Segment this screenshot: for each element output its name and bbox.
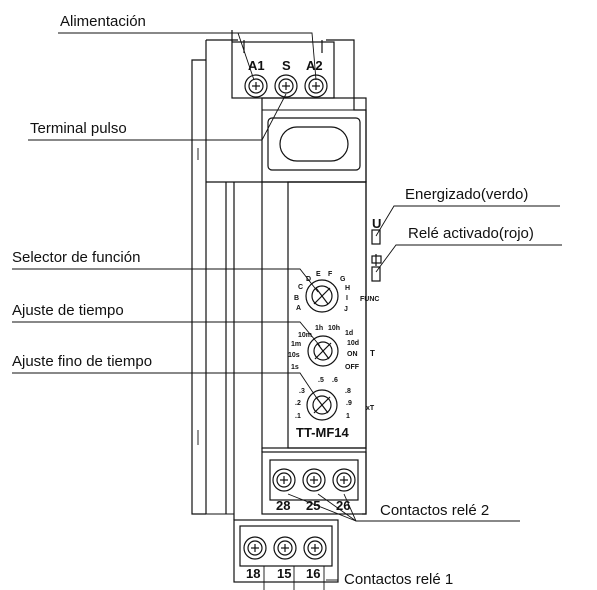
labels: Alimentación Terminal pulso Energizado(v…: [12, 13, 534, 588]
fine-tick-1: 1: [346, 413, 350, 420]
fine-tick-09: .9: [346, 400, 352, 407]
fine-time-dial[interactable]: .1 .2 .3 .5 .6 .8 .9 1 xT: [295, 377, 375, 421]
label-contactos-rele-1: Contactos relé 1: [344, 571, 453, 588]
time-tick-off: OFF: [345, 364, 360, 371]
terminal-a2-label: A2: [306, 58, 323, 73]
bottom-terminals: 18 15 16: [243, 536, 327, 581]
screw-15[interactable]: [273, 536, 297, 560]
terminal-18-label: 18: [246, 566, 260, 581]
fine-tick-01: .1: [295, 413, 301, 420]
time-dial[interactable]: 1s 10s 1m 10m 1h 10h 1d 10d ON OFF T: [288, 325, 375, 371]
time-tick-1m: 1m: [291, 341, 301, 348]
time-tick-10d: 10d: [347, 340, 359, 347]
label-contactos-rele-2: Contactos relé 2: [380, 502, 489, 519]
label-terminal-pulso: Terminal pulso: [30, 120, 127, 137]
func-tick-e: E: [316, 271, 321, 278]
label-alimentacion: Alimentación: [60, 13, 146, 30]
time-tick-10m: 10m: [298, 332, 312, 339]
relay-coil-icon: [371, 254, 382, 266]
terminal-a1-label: A1: [248, 58, 265, 73]
fine-tick-05: .5: [318, 377, 324, 384]
func-caption: FUNC: [360, 296, 379, 303]
terminal-28-label: 28: [276, 498, 290, 513]
screw-16[interactable]: [303, 536, 327, 560]
label-ajuste-fino: Ajuste fino de tiempo: [12, 353, 152, 370]
terminal-25-label: 25: [306, 498, 320, 513]
time-tick-1s: 1s: [291, 364, 299, 371]
time-tick-1d: 1d: [345, 330, 353, 337]
label-rele-activado: Relé activado(rojo): [408, 225, 534, 242]
terminal-16-label: 16: [306, 566, 320, 581]
label-selector-funcion: Selector de función: [12, 249, 140, 266]
label-ajuste-tiempo: Ajuste de tiempo: [12, 302, 124, 319]
screw-18[interactable]: [243, 536, 267, 560]
callout-lines: [12, 32, 562, 590]
fine-tick-08: .8: [345, 388, 351, 395]
func-tick-g: G: [340, 276, 346, 283]
fine-tick-02: .2: [295, 400, 301, 407]
screw-s[interactable]: [274, 74, 298, 98]
time-tick-10h: 10h: [328, 325, 340, 332]
func-tick-b: B: [294, 295, 299, 302]
top-terminals: A1 S A2: [244, 58, 328, 98]
screw-28[interactable]: [272, 468, 296, 492]
fine-tick-06: .6: [332, 377, 338, 384]
fine-caption: xT: [366, 405, 375, 412]
energized-led-icon: [371, 229, 381, 245]
label-energizado: Energizado(verdo): [405, 186, 528, 203]
screw-26[interactable]: [332, 468, 356, 492]
func-tick-a: A: [296, 305, 301, 312]
time-tick-1h: 1h: [315, 325, 323, 332]
middle-terminals: 28 25 26: [272, 468, 356, 513]
time-tick-on: ON: [347, 351, 358, 358]
led-u-label: U: [372, 216, 381, 231]
screw-25[interactable]: [302, 468, 326, 492]
model-label: TT-MF14: [296, 425, 349, 440]
relay-active-led-icon: [371, 266, 381, 282]
func-tick-i: I: [346, 295, 348, 302]
fine-tick-03: .3: [299, 388, 305, 395]
terminal-26-label: 26: [336, 498, 350, 513]
time-tick-10s: 10s: [288, 352, 300, 359]
time-caption: T: [370, 349, 375, 358]
screw-a1[interactable]: [244, 74, 268, 98]
terminal-s-label: S: [282, 58, 291, 73]
terminal-15-label: 15: [277, 566, 291, 581]
func-tick-f: F: [328, 271, 333, 278]
func-tick-h: H: [345, 285, 350, 292]
leds: U: [371, 216, 382, 282]
func-tick-j: J: [344, 306, 348, 313]
func-tick-c: C: [298, 284, 303, 291]
